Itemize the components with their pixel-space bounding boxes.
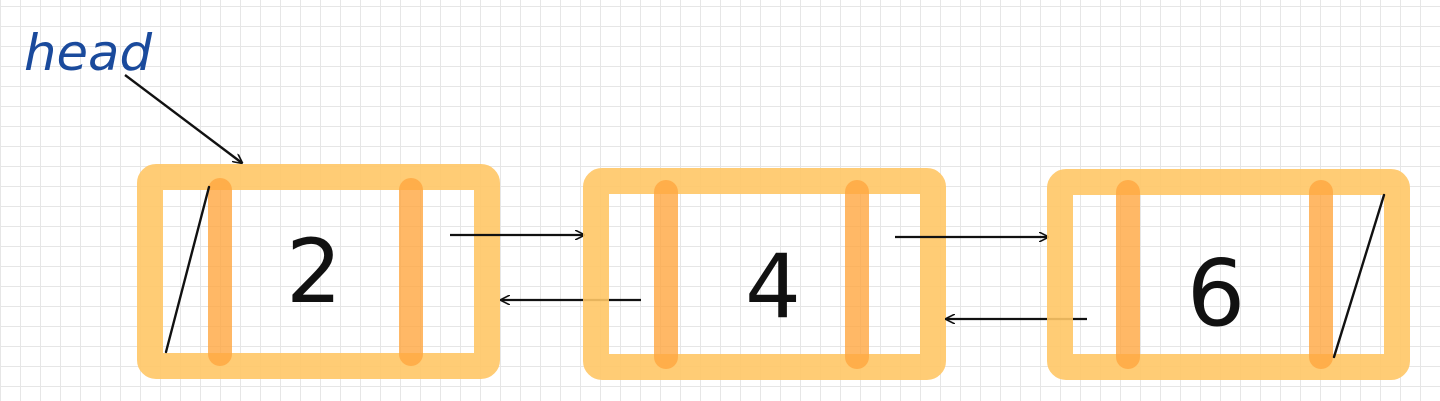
node-2-value: 4 bbox=[745, 235, 801, 338]
node-3-box bbox=[1047, 169, 1410, 380]
head-label: head bbox=[24, 24, 152, 82]
node-3: 6 bbox=[1047, 169, 1410, 380]
node-1-null-prev-slash bbox=[164, 185, 211, 354]
node-2-box bbox=[583, 168, 946, 380]
node-1-box bbox=[137, 164, 500, 379]
node-2: 4 bbox=[583, 168, 946, 380]
node-1-value: 2 bbox=[286, 220, 342, 323]
head-pointer-arrow bbox=[124, 74, 242, 163]
node-3-value: 6 bbox=[1187, 240, 1246, 347]
node-1: 2 bbox=[137, 164, 500, 379]
node-3-null-next-slash bbox=[1332, 193, 1386, 359]
